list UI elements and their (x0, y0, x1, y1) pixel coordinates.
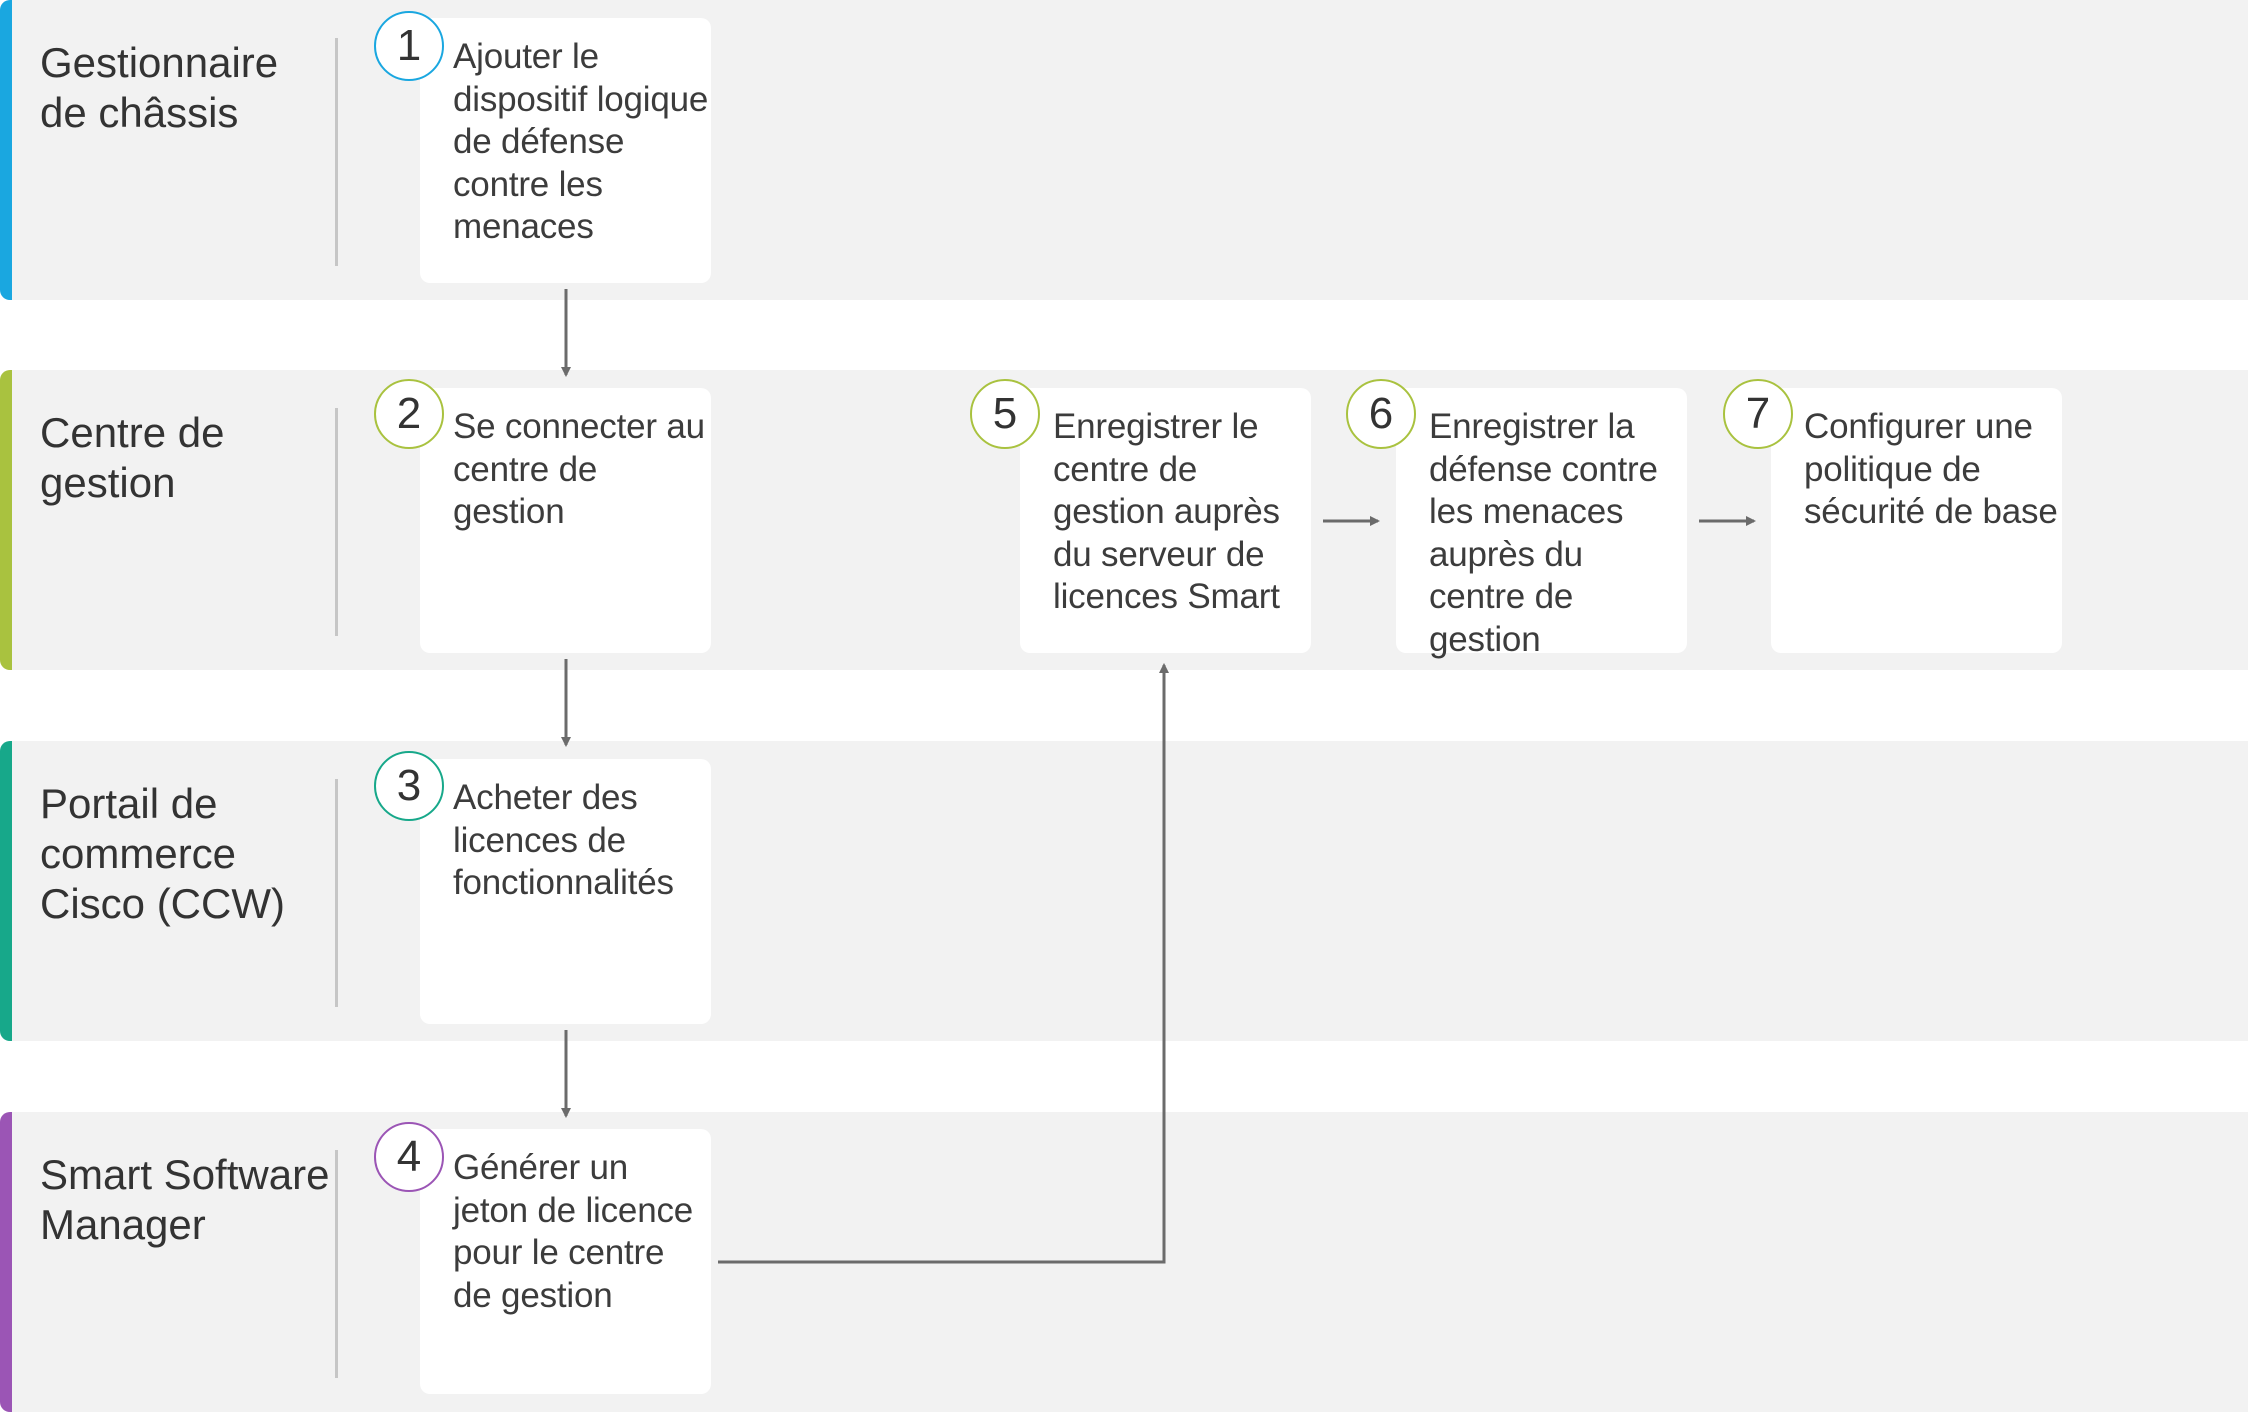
step-card-6: Enregistrer la défense contre les menace… (1396, 388, 1687, 659)
step-card-4: Générer un jeton de licence pour le cent… (420, 1129, 711, 1394)
step-number-badge-3: 3 (374, 751, 444, 821)
step-card-5: Enregistrer le centre de gestion auprès … (1020, 388, 1311, 653)
step-text: Se connecter au centre de gestion (453, 407, 705, 531)
lane-cisco-commerce-workspace: Portail de commerce Cisco (CCW) (0, 741, 2248, 1041)
step-text: Configurer une politique de sécurité de … (1804, 407, 2058, 531)
lane-color-bar (0, 370, 12, 670)
step-number-badge-7: 7 (1723, 379, 1793, 449)
step-number-badge-4: 4 (374, 1122, 444, 1192)
step-text: Enregistrer la défense contre les menace… (1429, 407, 1658, 659)
step-number-badge-5: 5 (970, 379, 1040, 449)
step-text: Ajouter le dispositif logique de défense… (453, 37, 709, 246)
lane-divider (335, 1150, 338, 1378)
step-number-badge-1: 1 (374, 11, 444, 81)
lane-color-bar (0, 0, 12, 300)
step-text: Enregistrer le centre de gestion auprès … (1053, 407, 1280, 616)
lane-divider (335, 779, 338, 1007)
lane-color-bar (0, 741, 12, 1041)
lane-divider (335, 38, 338, 266)
step-card-1: Ajouter le dispositif logique de défense… (420, 18, 711, 283)
step-card-2: Se connecter au centre de gestion (420, 388, 711, 653)
arrow-step4-to-step5 (718, 662, 1170, 1264)
step-number-badge-2: 2 (374, 379, 444, 449)
lane-title: Smart Software Manager (40, 1151, 330, 1248)
step-number-badge-6: 6 (1346, 379, 1416, 449)
lane-title: Centre de gestion (40, 409, 225, 506)
step-text: Générer un jeton de licence pour le cent… (453, 1148, 694, 1315)
lane-title: Gestionnaire de châssis (40, 39, 279, 136)
lane-title: Portail de commerce Cisco (CCW) (40, 780, 285, 927)
lane-divider (335, 408, 338, 636)
step-card-3: Acheter des licences de fonctionnalités (420, 759, 711, 1024)
lane-color-bar (0, 1112, 12, 1412)
step-text: Acheter des licences de fonctionnalités (453, 778, 674, 902)
step-card-7: Configurer une politique de sécurité de … (1771, 388, 2062, 653)
